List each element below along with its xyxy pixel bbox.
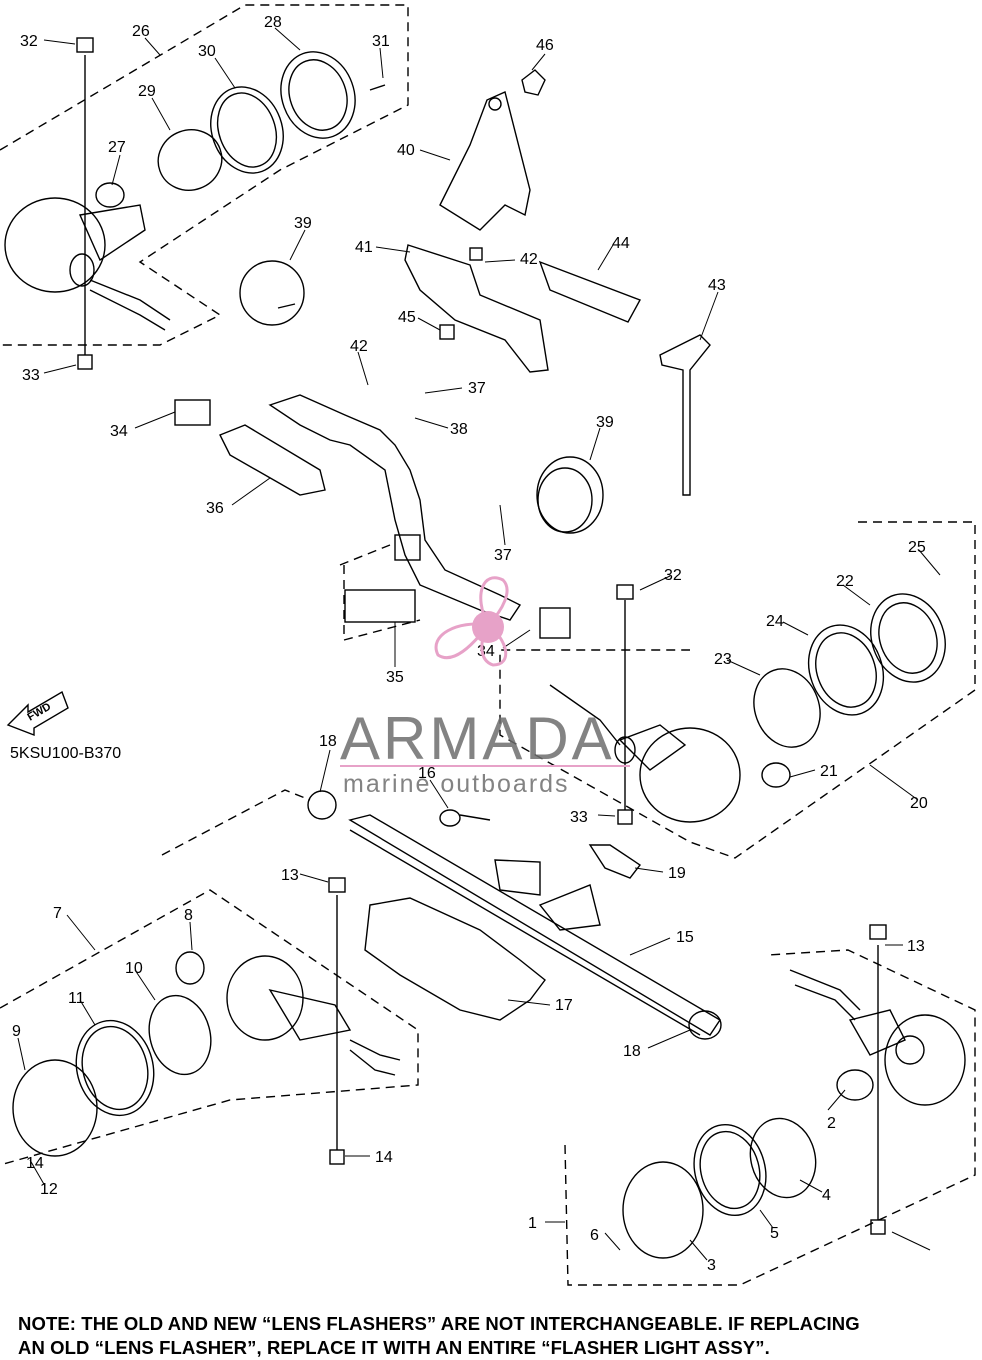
part-number-label: 17 — [555, 997, 573, 1014]
watermark-brand: ARMADA — [340, 705, 615, 772]
propeller-logo-icon — [434, 576, 509, 667]
part-number-label: 23 — [714, 651, 732, 668]
part-number-label: 35 — [386, 669, 404, 686]
part-number-label: 31 — [372, 33, 390, 50]
part-number-label: 37 — [494, 547, 512, 564]
part-number-label: 4 — [822, 1187, 831, 1204]
flasher-assy-lower-left — [12, 877, 401, 1165]
note-text: NOTE: THE OLD AND NEW “LENS FLASHERS” AR… — [18, 1312, 968, 1360]
bracket-41-44 — [404, 244, 711, 496]
part-number-label: 32 — [20, 33, 38, 50]
part-number-label: 18 — [623, 1043, 641, 1060]
watermark-tagline: marine outboards — [343, 770, 570, 798]
part-number-label: 6 — [590, 1227, 599, 1244]
part-number-label: 28 — [264, 14, 282, 31]
flasher-assy-right — [549, 584, 946, 825]
part-number-label: 42 — [520, 251, 538, 268]
part-number-label: 39 — [596, 414, 614, 431]
caps-39 — [239, 260, 604, 534]
part-number-label: 10 — [125, 960, 143, 977]
part-number-label: 14 — [26, 1155, 44, 1172]
part-number-label: 27 — [108, 139, 126, 156]
part-number-label: 25 — [908, 539, 926, 556]
part-number-label: 38 — [450, 421, 468, 438]
part-number-label: 8 — [184, 907, 193, 924]
leader-lines — [17, 27, 941, 1261]
part-number-label: 33 — [22, 367, 40, 384]
part-number-label: 45 — [398, 309, 416, 326]
part-number-label: 7 — [53, 905, 62, 922]
part-number-label: 16 — [418, 765, 436, 782]
fwd-arrow-icon — [6, 690, 69, 737]
part-number-label: 44 — [612, 235, 630, 252]
part-number-label: 24 — [766, 613, 784, 630]
note-line-1: NOTE: THE OLD AND NEW “LENS FLASHERS” AR… — [18, 1313, 860, 1334]
part-number-label: 36 — [206, 500, 224, 517]
note-line-2: AN OLD “LENS FLASHER”, REPLACE IT WITH A… — [18, 1337, 770, 1358]
part-number-label: 12 — [40, 1181, 58, 1198]
part-number-label: 33 — [570, 809, 588, 826]
part-number-label: 46 — [536, 37, 554, 54]
part-number-label: 14 — [375, 1149, 393, 1166]
fwd-label: FWD — [26, 701, 54, 724]
part-number-label: 37 — [468, 380, 486, 397]
part-number-label: 20 — [910, 795, 928, 812]
part-number-label: 2 — [827, 1115, 836, 1132]
part-number-label: 18 — [319, 733, 337, 750]
part-number-label: 13 — [281, 867, 299, 884]
part-number-label: 32 — [664, 567, 682, 584]
part-number-label: 42 — [350, 338, 368, 355]
part-number-label: 39 — [294, 215, 312, 232]
drawing-code: 5KSU100-B370 — [10, 745, 122, 762]
part-number-label: 22 — [836, 573, 854, 590]
part-number-label: 19 — [668, 865, 686, 882]
part-number-label: 30 — [198, 43, 216, 60]
part-number-label: 15 — [676, 929, 694, 946]
part-number-label: 34 — [110, 423, 128, 440]
part-number-label: 9 — [12, 1023, 21, 1040]
stay-15 — [307, 790, 722, 1040]
part-number-label: 21 — [820, 763, 838, 780]
part-number-label: 43 — [708, 277, 726, 294]
bracket-40 — [439, 69, 546, 231]
part-number-label: 40 — [397, 142, 415, 159]
part-number-label: 5 — [770, 1225, 779, 1242]
part-number-label: 11 — [68, 990, 85, 1007]
part-number-label: 29 — [138, 83, 156, 100]
part-number-label: 1 — [528, 1215, 537, 1232]
part-number-label: 13 — [907, 938, 925, 955]
part-number-label: 26 — [132, 23, 150, 40]
part-number-label: 41 — [355, 239, 373, 256]
part-number-label: 3 — [707, 1257, 716, 1274]
watermark-accent-line — [340, 765, 630, 767]
flasher-assy-lower-right — [622, 924, 966, 1259]
flasher-assy-upper-left — [4, 37, 386, 370]
